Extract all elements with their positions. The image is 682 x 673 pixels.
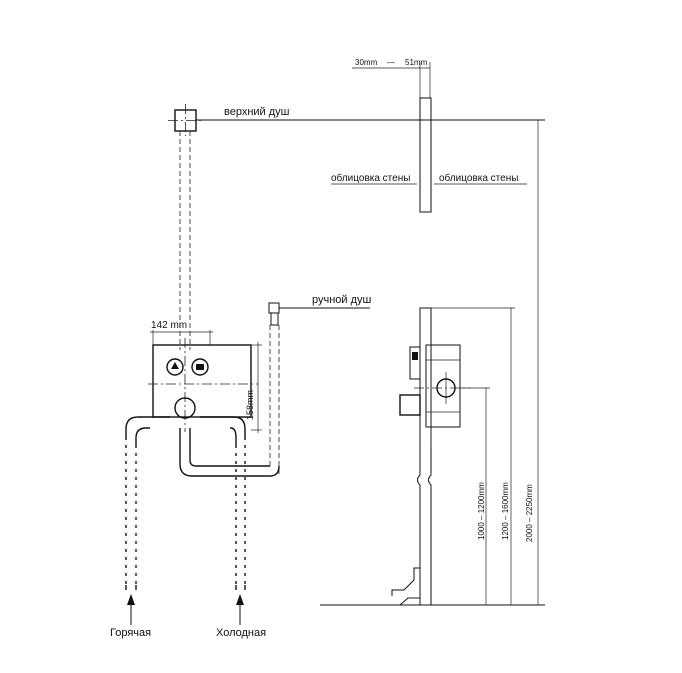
height-dimension-lines bbox=[431, 120, 539, 605]
diverter-knob-left-icon bbox=[166, 358, 184, 376]
height-dimension bbox=[251, 342, 262, 433]
height-dimension-label: 158mm bbox=[245, 390, 255, 420]
width-dimension-label: 142 mm bbox=[151, 320, 187, 331]
thickness-max-label: 51mm bbox=[405, 58, 428, 67]
cladding-left-label: облицовка стены bbox=[331, 172, 410, 184]
cold-water-pipe bbox=[230, 416, 246, 590]
thermostat-knob-icon bbox=[174, 397, 196, 419]
cold-label: Холодная bbox=[216, 627, 266, 639]
height-range-1-label: 1000 – 1200mm bbox=[477, 482, 486, 540]
thickness-dash-label: — bbox=[387, 58, 395, 67]
top-shower-riser-pipe bbox=[179, 131, 191, 350]
width-dimension bbox=[150, 330, 213, 345]
mixer-side-view bbox=[399, 344, 470, 447]
upper-wall-section bbox=[419, 97, 432, 213]
top-shower-label: верхний душ bbox=[224, 106, 290, 118]
diverter-knob-right-icon bbox=[191, 358, 209, 376]
bridge-pipe bbox=[179, 428, 280, 477]
hand-shower-connector bbox=[268, 302, 370, 326]
thickness-min-label: 30mm bbox=[355, 58, 378, 67]
height-range-3-label: 2000 – 2250mm bbox=[525, 484, 534, 542]
hand-shower-label: ручной душ bbox=[312, 294, 372, 306]
hand-shower-pipe bbox=[269, 325, 280, 474]
cold-supply-arrow-icon bbox=[236, 594, 244, 625]
hot-label: Горячая bbox=[110, 627, 151, 639]
mixer-front-view bbox=[148, 338, 258, 432]
wall-thickness-dimension bbox=[352, 62, 431, 98]
height-range-2-label: 1200 – 1600mm bbox=[501, 482, 510, 540]
floor-and-tray bbox=[320, 567, 545, 606]
hot-water-pipe bbox=[125, 416, 150, 590]
cladding-right-label: облицовка стены bbox=[439, 172, 518, 184]
hot-supply-arrow-icon bbox=[127, 594, 135, 625]
